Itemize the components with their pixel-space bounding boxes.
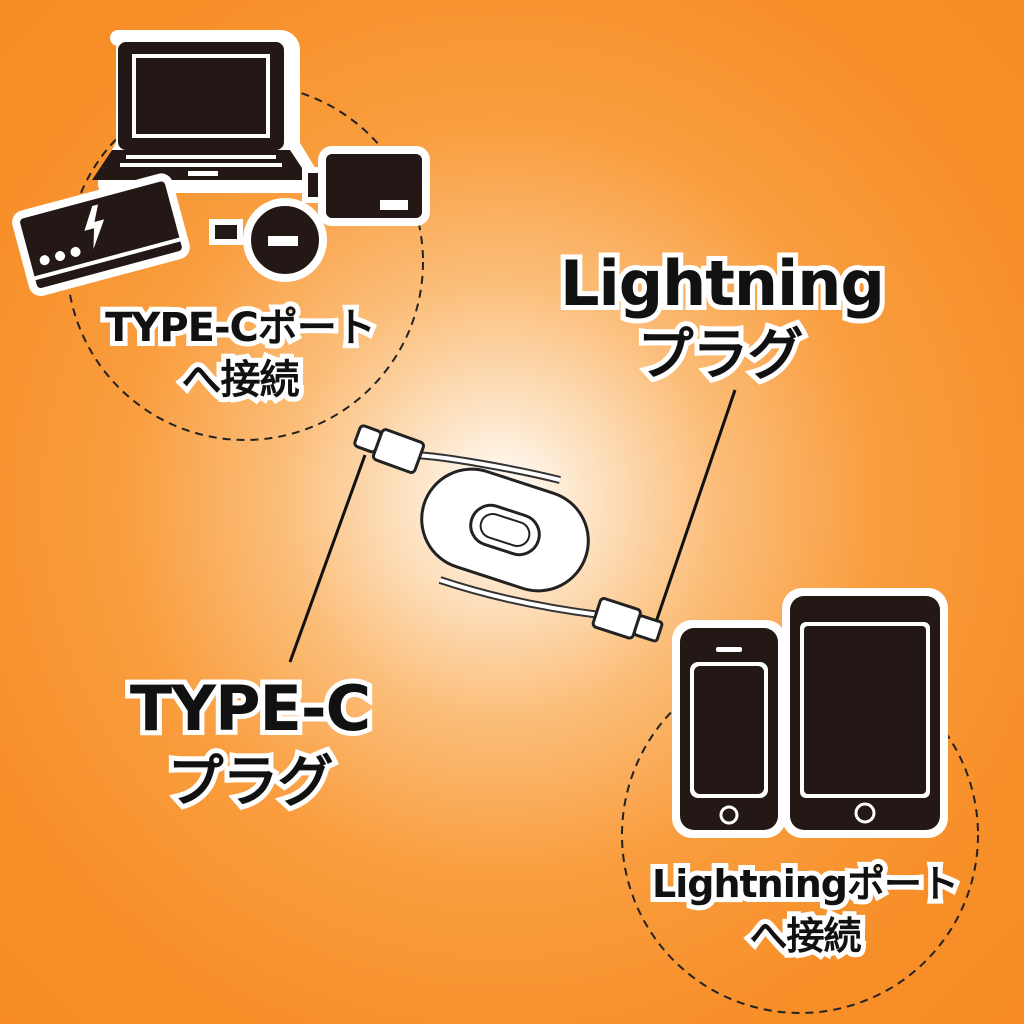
lightning-pointer-line (653, 389, 737, 626)
source-port-label-line2: へ接続 (177, 352, 305, 408)
typec-plug (353, 424, 425, 475)
typec-plug-label-line1: TYPE-C (125, 667, 376, 750)
lightning-plug-label-line1: Lightning (555, 243, 890, 325)
target-port-label: Lightningポート へ接続 (630, 857, 980, 963)
lightning-plug (591, 597, 664, 643)
source-port-label: TYPE-Cポート へ接続 (70, 300, 410, 408)
laptop-icon (92, 30, 318, 193)
ac-adapter-icon (302, 146, 430, 226)
power-bank-icon (12, 173, 190, 297)
tablet-icon (782, 588, 948, 838)
lightning-plug-label: Lightning プラグ (555, 243, 890, 394)
typec-pointer-line (288, 454, 367, 663)
lightning-plug-label-line2: プラグ (633, 318, 809, 393)
retractable-cable (353, 424, 664, 643)
smartphone-icon (672, 620, 786, 838)
target-devices-circle (621, 656, 979, 1014)
typec-plug-label: TYPE-C プラグ (110, 667, 390, 820)
car-charger-icon (209, 198, 327, 282)
typec-plug-label-line2: プラグ (163, 745, 339, 820)
source-devices-circle (66, 83, 424, 441)
target-port-label-line2: へ接続 (744, 909, 866, 963)
target-port-label-line1: Lightningポート (647, 857, 964, 911)
source-port-label-line1: TYPE-Cポート (100, 300, 381, 356)
